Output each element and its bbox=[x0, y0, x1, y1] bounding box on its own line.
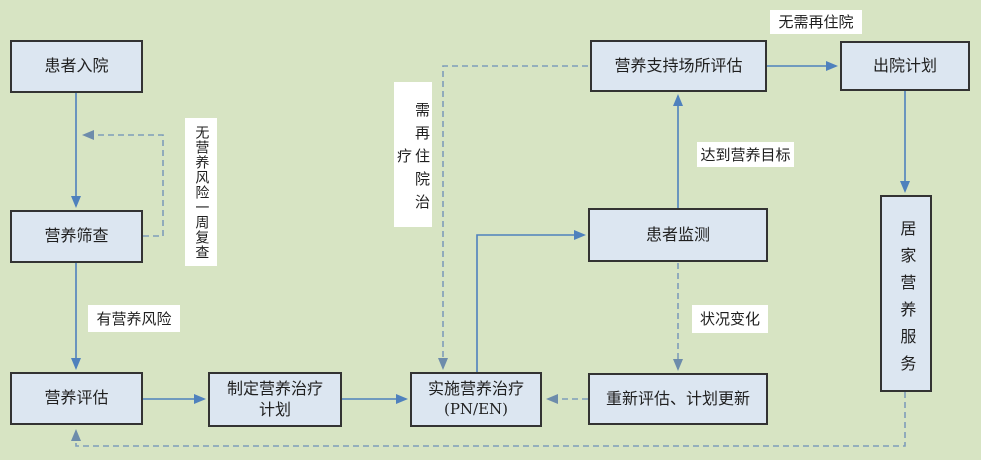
flow-node-plan-label: 制定营养治疗计划 bbox=[226, 378, 323, 419]
flow-node-assessment-label: 营养评估 bbox=[44, 388, 109, 408]
edge-label-no-risk-weekly-recheck: 无营养风险一周复查 bbox=[185, 118, 217, 266]
flow-node-site-eval-label: 营养支持场所评估 bbox=[614, 55, 743, 75]
edge-implement-to-monitor bbox=[476, 230, 586, 372]
edge-home-service-to-assessment bbox=[71, 392, 906, 447]
edge-site-eval-to-implement-rehospitalize bbox=[438, 65, 588, 370]
flow-node-plan: 制定营养治疗计划 bbox=[208, 372, 342, 427]
flow-node-home-service: 居家营养服务 bbox=[880, 195, 932, 392]
flow-node-home-service-label: 居家营养服务 bbox=[897, 219, 917, 382]
edge-label-condition-change-text: 状况变化 bbox=[699, 310, 760, 328]
flow-node-discharge: 出院计划 bbox=[840, 41, 970, 91]
edge-screening-no-risk-loop bbox=[82, 130, 164, 237]
flow-node-reassess-label: 重新评估、计划更新 bbox=[605, 388, 750, 408]
edge-label-no-risk-text: 无营养风险一周复查 bbox=[193, 124, 210, 260]
flow-node-screening-label: 营养筛查 bbox=[44, 226, 109, 246]
edge-label-rehospitalize-text: 需再住院治疗 bbox=[395, 102, 431, 217]
flow-node-reassess: 重新评估、计划更新 bbox=[588, 373, 768, 425]
flow-node-discharge-label: 出院计划 bbox=[872, 55, 937, 75]
edge-label-condition-change: 状况变化 bbox=[692, 305, 768, 333]
flow-node-monitor-label: 患者监测 bbox=[645, 224, 710, 244]
flow-node-implement-sublabel: (PN/EN) bbox=[443, 400, 509, 419]
edge-label-rehospitalize: 需再住院治疗 bbox=[394, 82, 432, 227]
edge-label-no-rehospital: 无需再住院 bbox=[770, 10, 862, 34]
flow-node-implement-label: 实施营养治疗 bbox=[427, 379, 524, 399]
flow-node-admission-label: 患者入院 bbox=[44, 56, 109, 76]
flow-node-screening: 营养筛查 bbox=[10, 210, 143, 263]
edge-label-no-rehospital-text: 无需再住院 bbox=[778, 13, 854, 31]
edge-label-has-risk-text: 有营养风险 bbox=[96, 309, 172, 328]
flow-node-assessment: 营养评估 bbox=[10, 372, 143, 425]
flow-node-implement: 实施营养治疗 (PN/EN) bbox=[410, 372, 542, 427]
edge-label-goal-reached: 达到营养目标 bbox=[697, 142, 794, 167]
flow-node-admission: 患者入院 bbox=[10, 40, 143, 93]
edge-label-has-risk: 有营养风险 bbox=[88, 305, 180, 332]
flow-node-monitor: 患者监测 bbox=[588, 208, 768, 262]
flow-node-site-eval: 营养支持场所评估 bbox=[590, 40, 767, 92]
edge-label-goal-reached-text: 达到营养目标 bbox=[700, 145, 791, 164]
